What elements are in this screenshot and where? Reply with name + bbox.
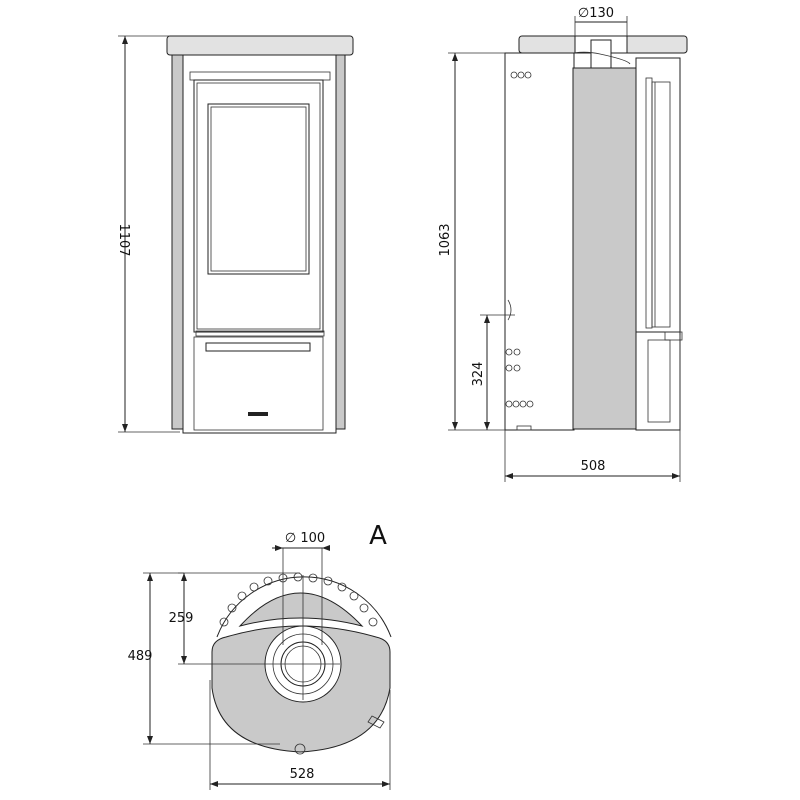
arrow-right-icon: [382, 781, 390, 787]
arrow-up-icon: [147, 573, 153, 581]
side-height-label: 1063: [438, 223, 453, 256]
view-title: A: [369, 521, 387, 551]
side-door-frame: [645, 77, 653, 329]
front-top-plate: [166, 35, 354, 56]
arrow-down-icon: [122, 424, 128, 432]
top-width-label: 528: [290, 767, 315, 782]
side-view: ∅130 1063 324 508: [438, 6, 688, 482]
arrow-down-icon: [147, 736, 153, 744]
pipe-diameter-label: ∅ 100: [285, 531, 325, 546]
side-depth-label: 508: [581, 459, 606, 474]
front-door-rail: [195, 330, 325, 337]
front-logo-badge: [248, 412, 268, 416]
center-distance-label: 259: [169, 611, 194, 626]
arrow-left-icon: [210, 781, 218, 787]
inlet-height-label: 324: [471, 362, 486, 387]
side-lower-base: [635, 331, 681, 431]
top-depth-label: 489: [128, 649, 153, 664]
front-lower-compartment: [193, 336, 324, 431]
front-glass: [207, 103, 310, 275]
arrow-right-icon: [275, 545, 283, 551]
arrow-down-icon: [484, 422, 490, 430]
side-air-inlet: [507, 299, 512, 321]
side-handle: [664, 331, 683, 341]
front-glass-inner: [210, 106, 307, 272]
outlet-diameter-label: ∅130: [578, 6, 614, 21]
arrow-right-icon: [672, 473, 680, 479]
top-handle: [367, 715, 385, 729]
front-height-label: 1107: [116, 223, 131, 256]
side-foot: [516, 425, 532, 431]
side-rear-body: [504, 52, 575, 431]
front-view: 1107: [116, 35, 354, 434]
top-view: A: [128, 521, 392, 790]
front-door-inner: [196, 82, 321, 330]
front-drawer-handle: [205, 342, 311, 352]
side-grey-panel: [572, 67, 637, 430]
side-vent-holes: [505, 71, 534, 408]
arrow-up-icon: [122, 36, 128, 44]
side-door-profile: [635, 57, 681, 333]
arrow-up-icon: [452, 53, 458, 61]
arrow-left-icon: [322, 545, 330, 551]
arrow-up-icon: [181, 573, 187, 581]
arrow-left-icon: [505, 473, 513, 479]
arrow-down-icon: [181, 656, 187, 664]
arrow-up-icon: [484, 315, 490, 323]
top-upper-body: [238, 592, 364, 627]
side-lower-drawer: [647, 339, 671, 423]
arrow-down-icon: [452, 422, 458, 430]
